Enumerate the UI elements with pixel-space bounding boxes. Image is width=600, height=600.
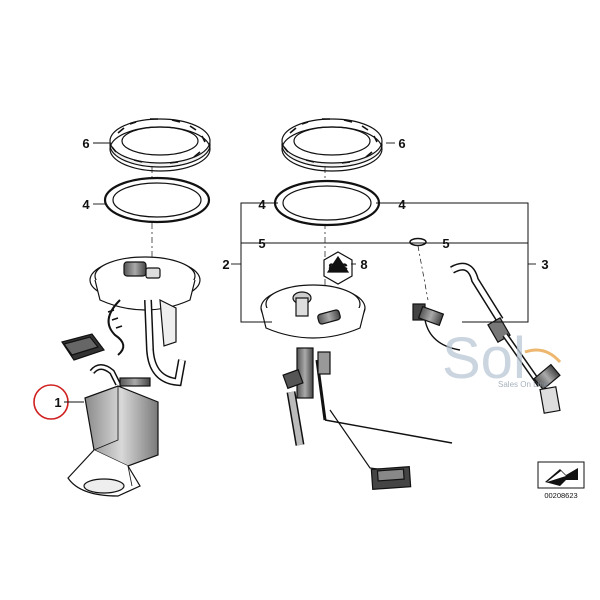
callout-8: 8 (360, 257, 367, 272)
warning-label-text: 80°C (329, 263, 347, 272)
arrow-icon (545, 468, 578, 486)
watermark-swoosh (524, 348, 562, 364)
right-assembly: 80°C (240, 118, 561, 490)
small-o-ring (409, 237, 427, 247)
callout-4-left: 4 (82, 197, 90, 212)
watermark: Sol Sales On Line (442, 326, 562, 391)
leader-lines (64, 142, 536, 403)
reference-box: 00208623 (537, 461, 585, 500)
left-assembly (33, 118, 211, 497)
watermark-logo: Sol (442, 326, 526, 391)
right-gasket (273, 179, 381, 227)
callout-4-mid: 4 (258, 197, 266, 212)
right-lock-ring (281, 118, 383, 172)
callout-5-right: 5 (442, 236, 449, 251)
callout-4-right: 4 (398, 197, 406, 212)
callout-5-left: 5 (258, 236, 265, 251)
right-sender-unit (260, 284, 453, 490)
left-gasket (103, 176, 211, 224)
callout-3: 3 (541, 257, 548, 272)
fuel-line (412, 262, 561, 414)
left-lock-ring (109, 118, 211, 172)
left-pump-unit (61, 256, 201, 387)
group-brackets (240, 202, 529, 323)
callout-6-right: 6 (398, 136, 405, 151)
reference-number: 00208623 (544, 491, 577, 500)
callout-6-left: 6 (82, 136, 89, 151)
left-reservoir (67, 364, 159, 497)
callout-1: 1 (54, 395, 61, 410)
highlight-circle (33, 384, 69, 420)
callout-2: 2 (222, 257, 229, 272)
warning-label-8: 80°C (323, 251, 353, 285)
callouts: 6 4 1 2 4 5 8 6 4 5 3 (54, 136, 548, 410)
watermark-tagline: Sales On Line (498, 380, 549, 389)
